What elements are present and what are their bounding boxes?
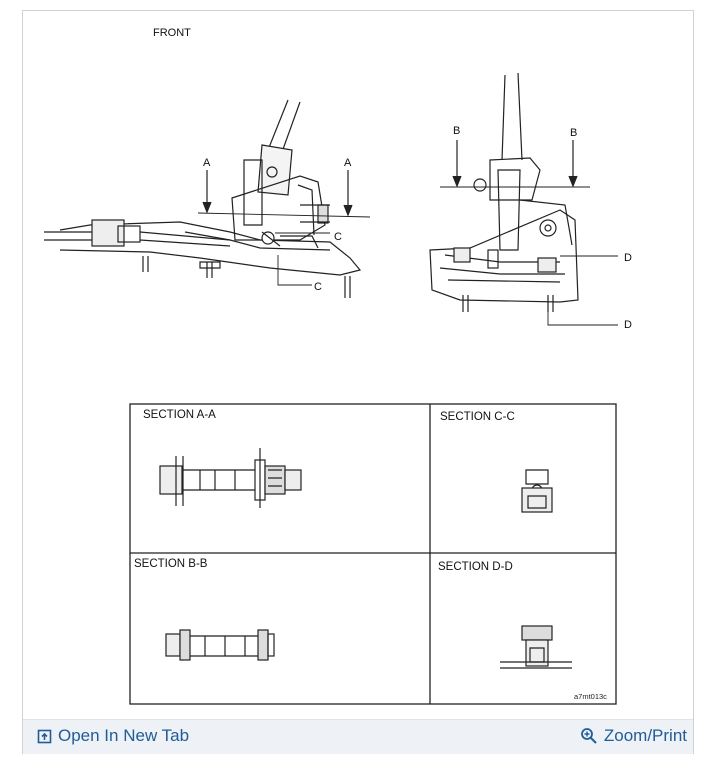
left-shifter-assembly <box>44 99 371 298</box>
open-tab-icon <box>37 729 52 743</box>
section-aa-title: SECTION A-A <box>143 409 216 421</box>
section-cc-title: SECTION C-C <box>440 411 515 423</box>
marker-a-left: A <box>203 157 211 169</box>
section-bb-title: SECTION B-B <box>134 558 208 570</box>
marker-c-lower: C <box>314 281 322 293</box>
zoom-print-label: Zoom/Print <box>603 726 687 745</box>
marker-d-lower: D <box>624 319 632 331</box>
section-cc-drawing <box>521 469 553 513</box>
marker-b-left: B <box>453 125 460 137</box>
image-toolbar: Open In New Tab Zoom/Print <box>23 719 693 754</box>
section-dd-drawing <box>500 625 572 669</box>
marker-c-upper: C <box>334 231 342 243</box>
front-label: FRONT <box>153 27 191 39</box>
figure-code: a7mt013c <box>574 692 607 701</box>
section-aa-drawing <box>159 448 302 508</box>
marker-d-upper: D <box>624 252 632 264</box>
open-tab-label: Open In New Tab <box>58 726 190 745</box>
section-dd-title: SECTION D-D <box>438 561 513 573</box>
section-table <box>129 403 617 705</box>
marker-a-right: A <box>344 157 352 169</box>
shifter-cable-diagram: FRONT A A C C B B D D SECTION A-A SECTIO… <box>44 27 632 705</box>
image-frame <box>22 10 694 754</box>
open-in-new-tab-link[interactable]: Open In New Tab <box>37 726 189 746</box>
section-bb-drawing <box>165 629 275 661</box>
zoom-icon <box>580 728 597 744</box>
zoom-print-link[interactable]: Zoom/Print <box>580 726 687 746</box>
marker-b-right: B <box>570 127 577 139</box>
right-shifter-assembly <box>429 72 618 326</box>
